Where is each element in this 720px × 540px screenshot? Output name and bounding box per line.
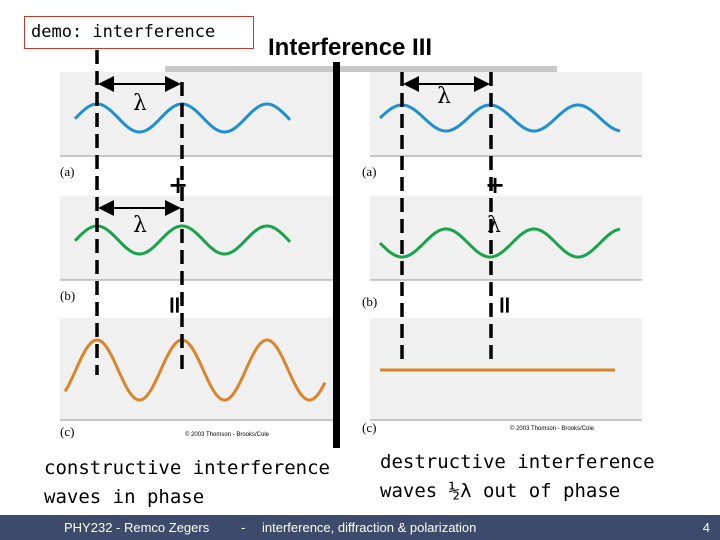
left-lambda-b: λ [133,213,147,238]
center-divider [333,62,340,448]
left-panel-b-label: (b) [60,288,75,303]
left-panel-c-label: (c) [60,424,74,439]
right-wave-b [378,227,621,259]
destructive-caption: destructive interference waves ½λ out of… [380,448,655,506]
top-bar [165,66,557,72]
slide-title: Interference III [268,34,433,61]
right-panel-c-label: (c) [362,420,376,435]
demo-label[interactable]: demo: interference [24,16,254,49]
right-panel-a-label: (a) [362,164,376,179]
left-panel-c [60,318,334,420]
constructive-caption: constructive interference waves in phase [44,454,330,512]
destructive-caption-line1: destructive interference [380,451,655,473]
constructive-caption-line2: waves in phase [44,486,205,508]
right-panel-b-label: (b) [362,294,377,309]
left-panel-a-label: (a) [60,164,74,179]
right-equals-sign: = [491,295,519,315]
right-plus-sign: + [485,171,505,199]
page-number: 4 [702,520,710,535]
destructive-caption-line2: waves ½λ out of phase [380,480,621,502]
left-wave-b [73,224,292,256]
left-equals-sign: = [161,295,189,315]
right-lambda-b: λ [487,213,501,238]
constructive-caption-line1: constructive interference [44,457,330,479]
left-wave-c [63,338,327,402]
footer-topic: interference, diffraction & polarization [262,520,477,535]
left-plus-sign: + [168,171,188,199]
right-panel-b [370,196,642,280]
right-wave-a [378,103,621,133]
footer-separator: - [241,520,246,535]
right-lambda-a: λ [437,84,451,109]
footer-bar: PHY232 - Remco Zegers - interference, di… [0,515,720,540]
left-copyright: © 2003 Thomson - Brooks/Cole [185,431,270,438]
right-copyright: © 2003 Thomson - Brooks/Cole [510,425,595,432]
footer-author: PHY232 - Remco Zegers [64,520,210,535]
left-lambda-a: λ [133,91,147,116]
